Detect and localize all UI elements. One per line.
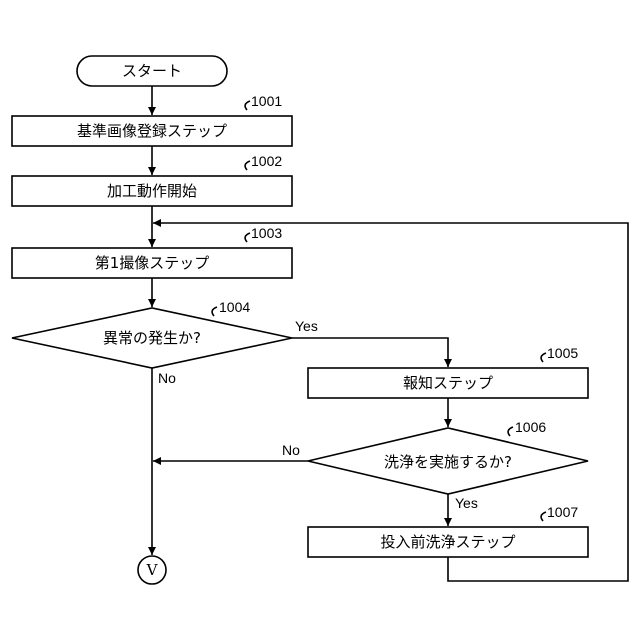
decision-1006: 洗浄を実施するか? 1006 No Yes — [282, 419, 588, 511]
step-1007-ref-leader — [541, 512, 546, 521]
step-1003-label: 第1撮像ステップ — [95, 254, 210, 272]
decision-1006-yes: Yes — [455, 495, 478, 511]
connector-v-label: V — [146, 561, 159, 579]
decision-1004-ref: 1004 — [219, 299, 250, 315]
start-label: スタート — [122, 62, 182, 80]
arrow-1004-yes-to-1005 — [292, 338, 448, 367]
decision-1004-ref-leader — [212, 307, 217, 316]
step-1005-ref-leader — [541, 353, 546, 362]
decision-1006-no: No — [282, 442, 300, 458]
step-1005-ref: 1005 — [547, 345, 578, 361]
decision-1006-label: 洗浄を実施するか? — [384, 453, 512, 471]
start-terminal: スタート — [77, 56, 227, 86]
connector-v: V — [138, 556, 166, 584]
step-1003-ref-leader — [245, 233, 250, 242]
step-1002-ref: 1002 — [251, 153, 282, 169]
step-1001-label: 基準画像登録ステップ — [77, 122, 227, 140]
step-1002-label: 加工動作開始 — [107, 182, 197, 200]
step-1001-ref: 1001 — [251, 93, 282, 109]
decision-1004-no: No — [158, 370, 176, 386]
step-1001-ref-leader — [245, 101, 250, 110]
step-1007-ref: 1007 — [547, 504, 578, 520]
step-1002-ref-leader — [245, 161, 250, 170]
step-1005-label: 報知ステップ — [403, 374, 493, 392]
step-1003-ref: 1003 — [251, 225, 282, 241]
decision-1004-yes: Yes — [295, 318, 318, 334]
decision-1004: 異常の発生か? 1004 Yes No — [12, 299, 318, 386]
step-1007-label: 投入前洗浄ステップ — [380, 533, 515, 551]
decision-1006-ref: 1006 — [515, 419, 546, 435]
decision-1006-ref-leader — [508, 427, 513, 436]
decision-1004-label: 異常の発生か? — [103, 329, 201, 347]
